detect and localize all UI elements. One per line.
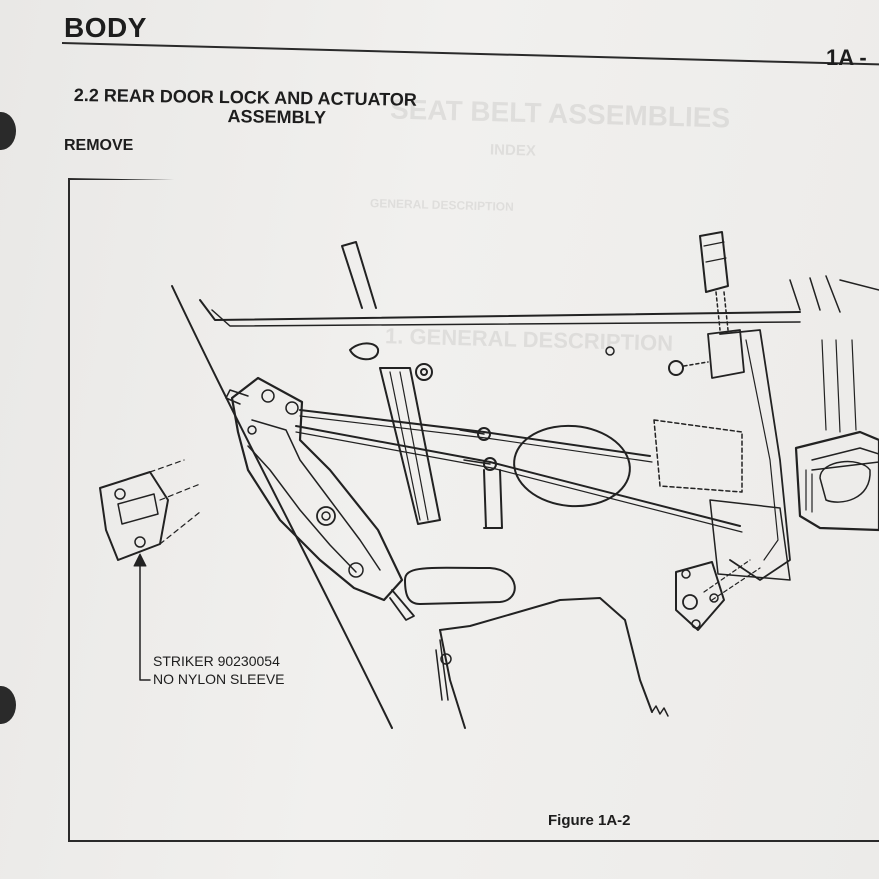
access-oval — [513, 424, 631, 508]
lower-handle-slot — [404, 566, 516, 605]
door-panel-inner-cutout — [435, 639, 449, 701]
actuator-frame-vertical — [821, 339, 857, 433]
lock-rod-upper-2 — [299, 415, 653, 463]
callout-line1: STRIKER 90230054 — [153, 653, 280, 669]
door-panel-bottom-wave — [651, 705, 669, 717]
lock-knob-rod — [715, 291, 729, 331]
panel-grommet-inner — [420, 368, 428, 376]
door-lock-assembly — [225, 376, 415, 621]
lock-knob — [699, 231, 729, 293]
page-number: 1A - — [826, 45, 867, 70]
striker — [99, 459, 201, 561]
rod-clip-arm — [459, 429, 491, 465]
callout-arrow — [133, 553, 147, 567]
door-panel-outline — [171, 285, 393, 729]
panel-opening — [349, 342, 380, 361]
bell-crank — [675, 559, 761, 631]
door-panel-top-edge-inner — [211, 309, 801, 327]
callout-line2: NO NYLON SLEEVE — [153, 671, 285, 687]
guide-rod — [483, 469, 503, 529]
actuator-frame — [789, 275, 879, 313]
rod-clip — [477, 427, 491, 441]
lock-knob-guide — [707, 329, 745, 379]
lock-rod-upper — [299, 409, 651, 457]
figure-caption: Figure 1A-2 — [548, 812, 631, 829]
rod-clip — [483, 457, 497, 471]
binder-hole — [0, 686, 16, 724]
bolt-shaft — [683, 361, 709, 367]
panel-grommet — [415, 363, 433, 381]
step-label: REMOVE — [64, 137, 134, 154]
striker-callout: STRIKER 90230054 NO NYLON SLEEVE — [153, 652, 285, 688]
lock-rod-lower-2 — [295, 431, 743, 533]
actuator-arm — [719, 329, 791, 581]
door-actuator-motor — [794, 430, 879, 532]
lock-rod-lower — [295, 425, 741, 527]
section-title: BODY — [64, 12, 147, 43]
binder-hole — [0, 112, 16, 150]
window-channel-lower — [379, 367, 441, 525]
panel-hole — [440, 653, 452, 665]
door-panel-bottom-cutout — [439, 597, 653, 713]
door-panel-top-edge — [199, 299, 801, 321]
window-channel — [341, 241, 377, 309]
callout-leader — [139, 555, 151, 681]
bolt-icon — [668, 360, 684, 376]
actuator-arm-inner — [745, 339, 779, 561]
actuator-mount — [709, 499, 791, 581]
door-panel-bottom — [439, 629, 466, 729]
actuator-bracket — [653, 419, 743, 493]
lock-knob-detail — [703, 241, 727, 263]
panel-hole — [605, 346, 615, 356]
